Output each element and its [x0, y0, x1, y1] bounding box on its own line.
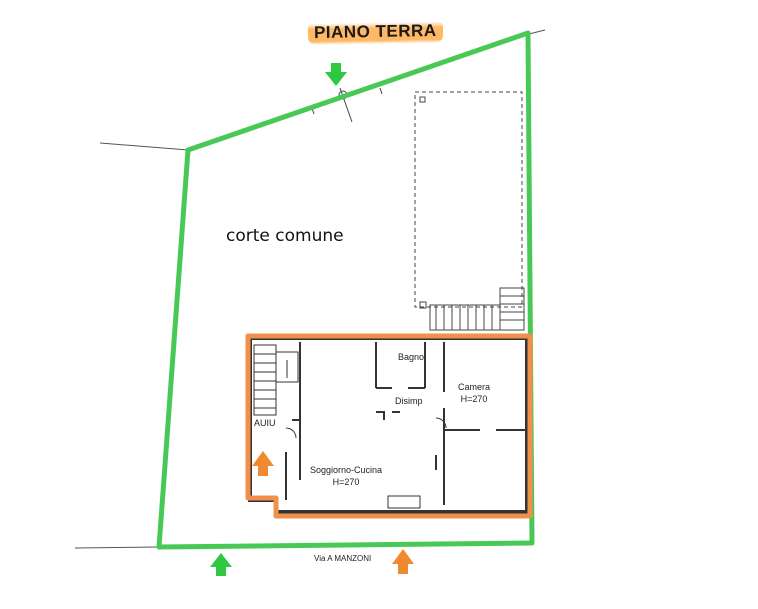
courtyard-label: corte comune: [226, 226, 344, 246]
outbuilding-dashed: [414, 91, 523, 308]
door-swing: [285, 427, 297, 439]
boundary-tick: [379, 87, 383, 95]
property-tick: [339, 87, 353, 123]
room-height-camera: H=270: [460, 394, 488, 404]
access-arrow-bottom-right: [392, 549, 414, 574]
outbuilding-corner: [419, 301, 427, 309]
room-height-soggiorno: H=270: [332, 477, 360, 487]
building-walls: [248, 336, 529, 514]
stair-code-label: AUIU: [254, 418, 276, 428]
room-label-disimp: Disimp: [395, 396, 423, 406]
access-arrow-top: [325, 63, 347, 86]
room-label-camera: Camera H=270: [458, 381, 490, 405]
door-swing: [435, 417, 447, 429]
unit-outline: [245, 333, 533, 519]
site-line-bottom: [74, 546, 161, 549]
room-label-bagno: Bagno: [398, 352, 425, 362]
outer-stair: [429, 287, 525, 331]
floor-title: PIANO TERRA: [307, 18, 443, 46]
outbuilding-corner: [419, 96, 426, 103]
room-label-soggiorno: Soggiorno-Cucina H=270: [310, 464, 382, 488]
unit-entrance-arrow: [252, 451, 274, 476]
access-arrow-bottom-left: [210, 553, 232, 576]
room-name-camera: Camera: [458, 382, 491, 392]
room-name-soggiorno: Soggiorno-Cucina: [310, 465, 383, 475]
site-line-left: [99, 142, 189, 151]
street-label: Via A MANZONI: [314, 554, 372, 563]
inner-stair: [253, 344, 299, 416]
